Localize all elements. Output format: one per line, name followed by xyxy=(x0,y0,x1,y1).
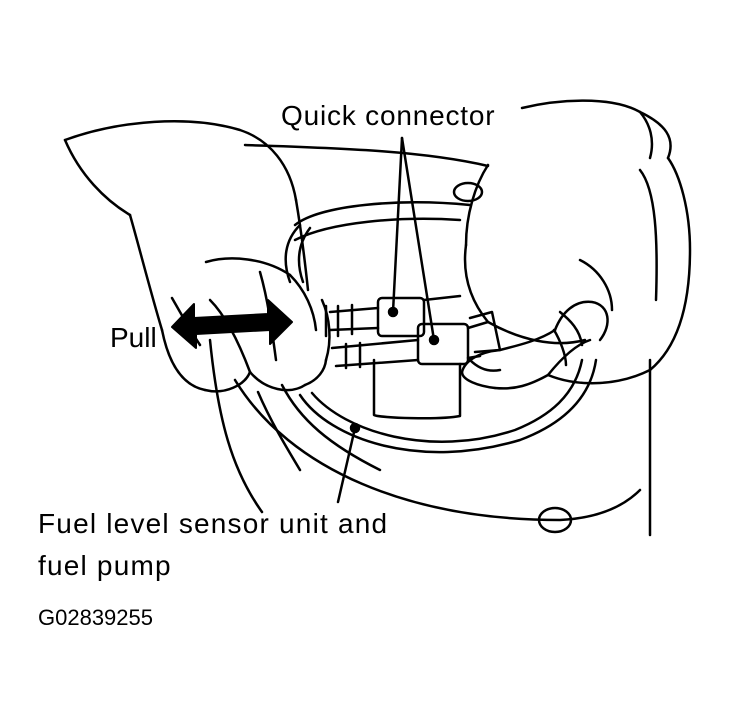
pull-double-arrow xyxy=(171,299,293,349)
fuel-sensor-leader xyxy=(336,426,357,504)
quick-connector-leader-1 xyxy=(391,136,404,314)
left-hand xyxy=(63,120,331,393)
leader-dot-2 xyxy=(428,334,440,346)
tank-body xyxy=(208,143,658,537)
quick-connector-upper xyxy=(376,296,426,338)
retainer-ring xyxy=(284,201,598,454)
leader-dot-1 xyxy=(387,306,399,318)
flange-bolt-hole-top xyxy=(452,181,484,203)
connector-assembly xyxy=(324,294,584,420)
leader-lines xyxy=(336,136,440,504)
pull-label: Pull xyxy=(110,322,157,353)
fuel-sensor-label-line1: Fuel level sensor unit and xyxy=(38,508,389,539)
flange-bolt-hole-bottom xyxy=(537,506,573,534)
quick-connector-label: Quick connector xyxy=(281,100,496,131)
quick-connector-lower xyxy=(416,322,470,366)
leader-dot-3 xyxy=(349,422,361,434)
figure-code: G02839255 xyxy=(38,605,153,630)
fuel-sensor-label-line2: fuel pump xyxy=(38,550,172,581)
right-hand xyxy=(460,99,692,390)
quick-connector-leader-2 xyxy=(400,136,436,342)
